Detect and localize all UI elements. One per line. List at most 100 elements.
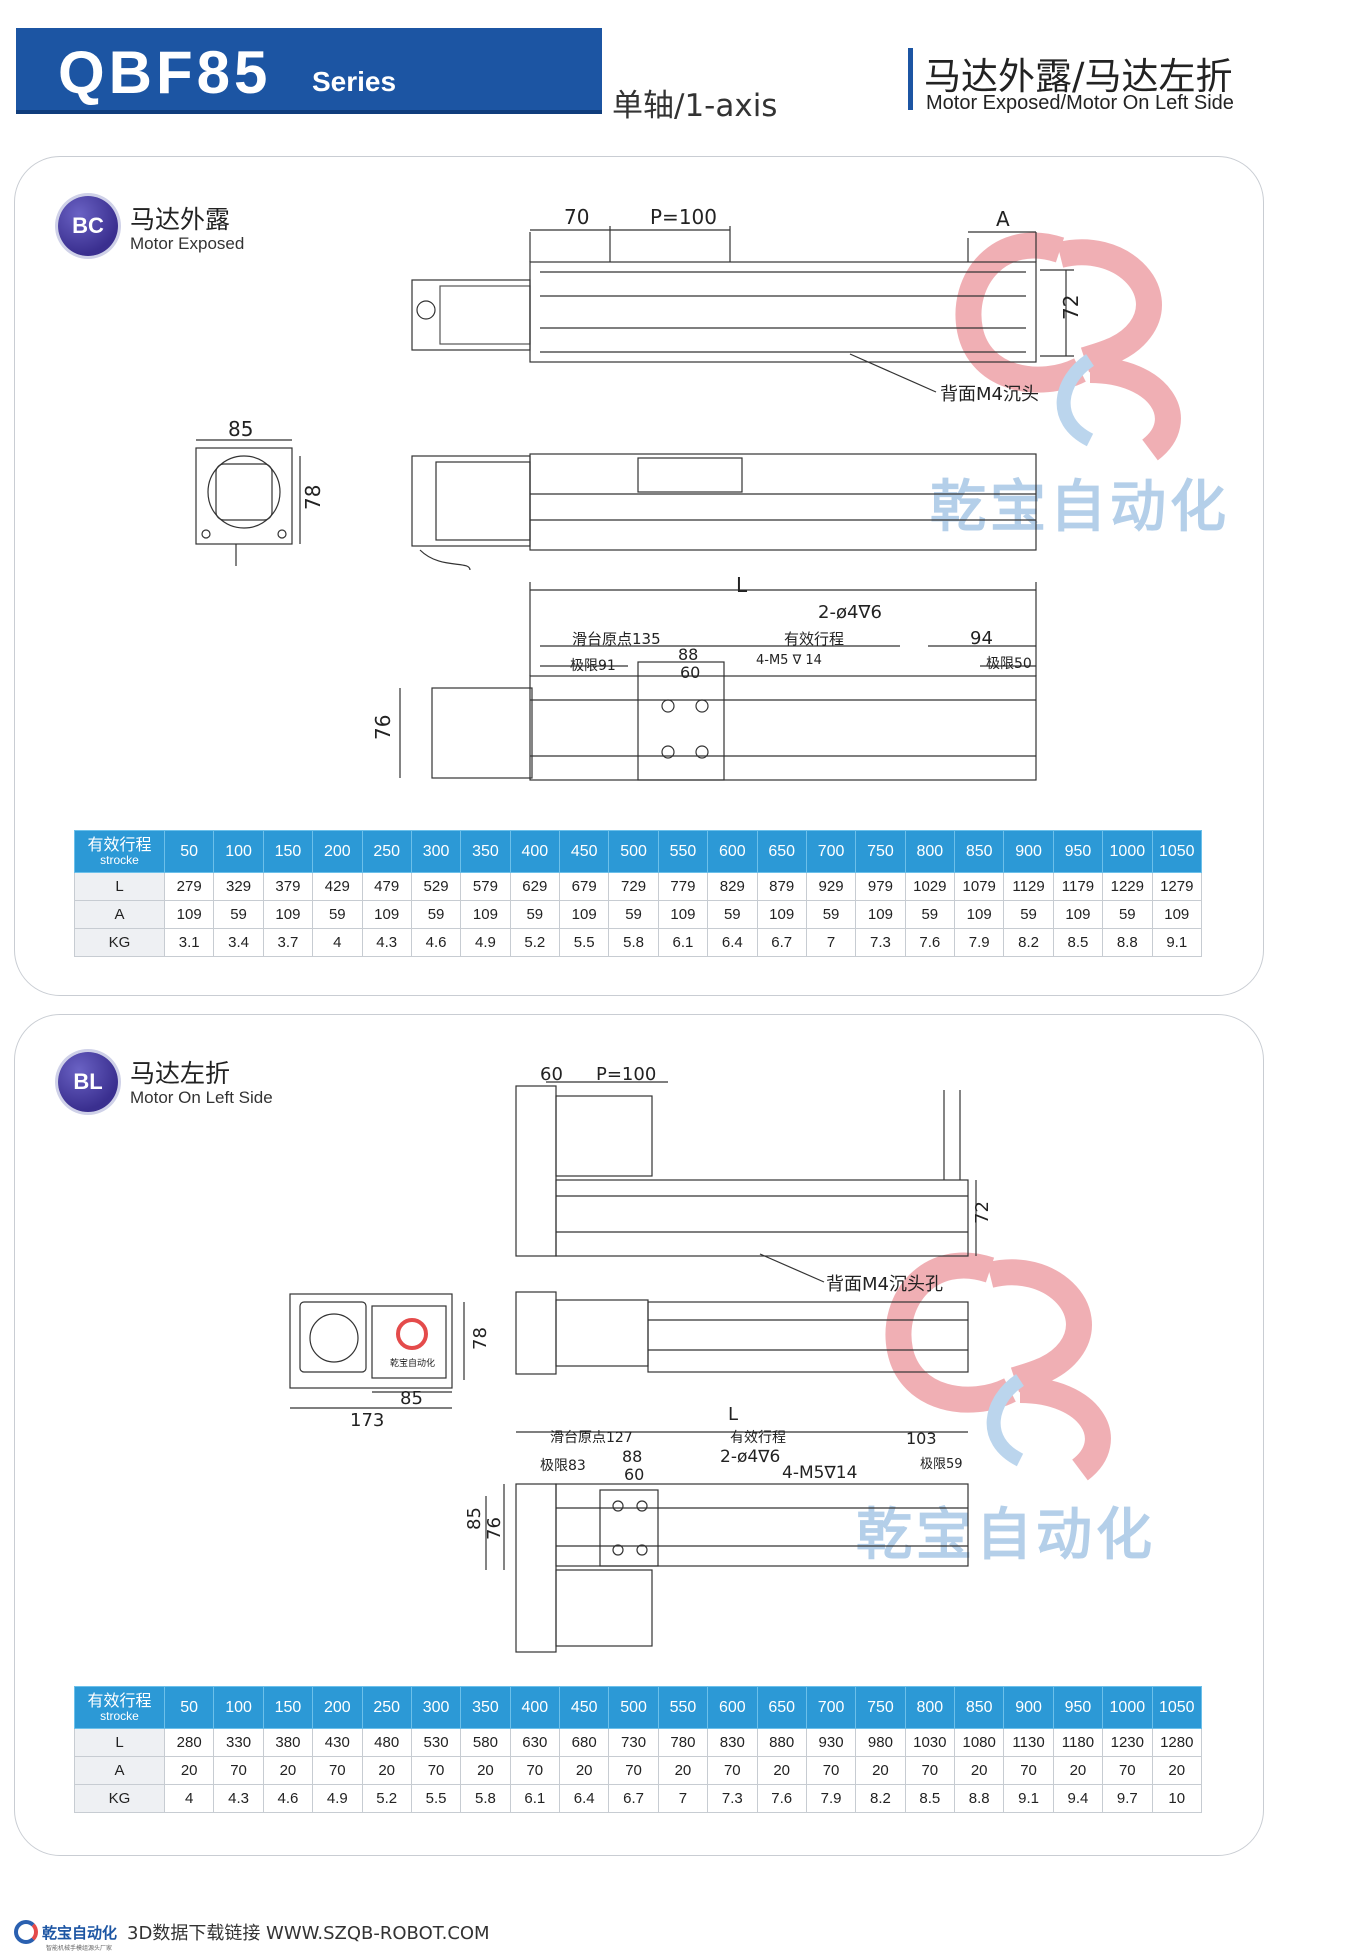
row-label-cell: KG: [74, 1784, 165, 1813]
stroke-value-cell: 650: [756, 1686, 807, 1729]
table-cell: 930: [805, 1728, 857, 1757]
table-cell: 5.8: [608, 928, 659, 957]
table-cell: 6.1: [657, 928, 709, 957]
watermark-text: 乾宝自动化: [856, 1503, 1156, 1568]
table-cell: 4.3: [213, 1784, 264, 1813]
stroke-value-cell: 100: [213, 1686, 264, 1729]
stroke-value-cell: 1050: [1151, 830, 1202, 873]
table-cell: 8.5: [904, 1784, 956, 1813]
table-cell: 7.3: [707, 1784, 758, 1813]
stroke-value-cell: 250: [361, 830, 412, 873]
badge-bc: BC: [58, 196, 118, 256]
table-cell: 6.7: [608, 1784, 659, 1813]
header-title-en: Motor Exposed/Motor On Left Side: [926, 92, 1234, 114]
table-cell: 4.9: [312, 1784, 363, 1813]
table-cell: 59: [707, 900, 758, 929]
table-cell: 20: [1052, 1756, 1104, 1785]
stroke-value-cell: 100: [213, 830, 264, 873]
table-cell: 70: [1003, 1756, 1054, 1785]
table-cell: 580: [460, 1728, 511, 1757]
table-cell: 879: [756, 872, 807, 901]
table-cell: 7.3: [855, 928, 906, 957]
stroke-value-cell: 50: [163, 1686, 215, 1729]
stroke-value-cell: 250: [361, 1686, 412, 1729]
row-label-cell: L: [74, 1728, 165, 1757]
header-divider: [908, 48, 913, 110]
stroke-value-cell: 150: [262, 830, 314, 873]
table-cell: 729: [608, 872, 659, 901]
table-cell: 780: [657, 1728, 709, 1757]
table-cell: 59: [1102, 900, 1153, 929]
table-cell: 70: [1102, 1756, 1153, 1785]
section-title-en: Motor On Left Side: [130, 1088, 273, 1107]
stroke-value-cell: 500: [608, 1686, 659, 1729]
table-cell: 20: [460, 1756, 511, 1785]
header-title-cn: 马达外露/马达左折: [924, 55, 1233, 98]
table-cell: 20: [756, 1756, 807, 1785]
table-cell: 59: [904, 900, 956, 929]
table-cell: 59: [805, 900, 857, 929]
table-cell: 1080: [953, 1728, 1005, 1757]
table-cell: 70: [904, 1756, 956, 1785]
row-label-cell: L: [74, 872, 165, 901]
table-cell: 7.6: [756, 1784, 807, 1813]
table-cell: 109: [262, 900, 314, 929]
table-cell: 330: [213, 1728, 264, 1757]
stroke-value-cell: 900: [1003, 830, 1054, 873]
table-cell: 6.1: [509, 1784, 561, 1813]
table-cell: 480: [361, 1728, 412, 1757]
table-cell: 8.5: [1052, 928, 1104, 957]
table-cell: 329: [213, 872, 264, 901]
stroke-value-cell: 300: [410, 830, 462, 873]
table-cell: 70: [410, 1756, 462, 1785]
header-band: [16, 28, 602, 114]
table-cell: 530: [410, 1728, 462, 1757]
stroke-value-cell: 550: [657, 1686, 709, 1729]
table-cell: 479: [361, 872, 412, 901]
stroke-value-cell: 750: [855, 830, 906, 873]
row-label-cell: A: [74, 1756, 165, 1785]
stroke-value-cell: 450: [558, 830, 610, 873]
table-cell: 1230: [1102, 1728, 1153, 1757]
table-cell: 109: [1151, 900, 1202, 929]
stroke-value-cell: 350: [460, 830, 511, 873]
table-cell: 630: [509, 1728, 561, 1757]
table-cell: 5.2: [361, 1784, 412, 1813]
table-cell: 3.4: [213, 928, 264, 957]
table-cell: 429: [312, 872, 363, 901]
stroke-value-cell: 350: [460, 1686, 511, 1729]
table-cell: 4.3: [361, 928, 412, 957]
table-cell: 59: [608, 900, 659, 929]
table-cell: 20: [361, 1756, 412, 1785]
footer-download-link[interactable]: 3D数据下载链接 WWW.SZQB-ROBOT.COM: [127, 1923, 490, 1944]
table-cell: 109: [855, 900, 906, 929]
table-cell: 880: [756, 1728, 807, 1757]
table-cell: 70: [608, 1756, 659, 1785]
stroke-value-cell: 50: [163, 830, 215, 873]
footer: 乾宝自动化 智能机械手模组源头厂家 3D数据下载链接 WWW.SZQB-ROBO…: [14, 1916, 490, 1952]
section-title-en: Motor Exposed: [130, 234, 245, 253]
stroke-value-cell: 150: [262, 1686, 314, 1729]
table-cell: 20: [558, 1756, 610, 1785]
table-cell: 109: [1052, 900, 1104, 929]
stroke-value-cell: 700: [805, 830, 857, 873]
table-cell: 4.6: [262, 1784, 314, 1813]
table-cell: 579: [460, 872, 511, 901]
stroke-value-cell: 600: [707, 830, 758, 873]
table-cell: 5.8: [460, 1784, 511, 1813]
table-cell: 4.9: [460, 928, 511, 957]
stroke-value-cell: 700: [805, 1686, 857, 1729]
table-cell: 8.8: [1102, 928, 1153, 957]
table-cell: 9.1: [1003, 1784, 1054, 1813]
table-cell: 629: [509, 872, 561, 901]
footer-brand: 乾宝自动化: [42, 1923, 118, 1942]
stroke-value-cell: 850: [953, 1686, 1005, 1729]
table-cell: 9.1: [1151, 928, 1202, 957]
table-cell: 1079: [953, 872, 1005, 901]
stroke-value-cell: 400: [509, 1686, 561, 1729]
